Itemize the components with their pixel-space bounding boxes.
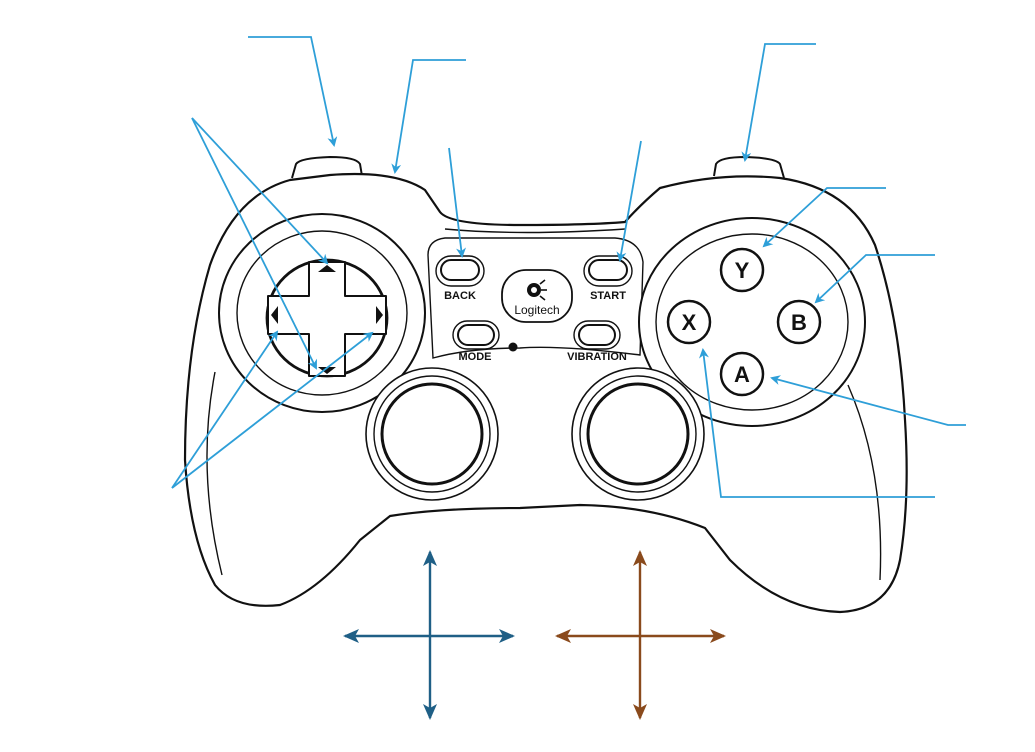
right-stick-axes xyxy=(555,550,726,720)
callout-left-trigger xyxy=(391,59,466,174)
right-grip-contour xyxy=(847,384,882,581)
right-shoulder-button[interactable] xyxy=(713,155,785,179)
back-button[interactable] xyxy=(440,259,480,281)
right-analog-stick[interactable] xyxy=(586,382,690,486)
callout-start xyxy=(616,140,642,262)
start-button[interactable] xyxy=(588,259,628,281)
left-grip-contour xyxy=(206,371,223,576)
start-button-label: START xyxy=(590,290,626,302)
callout-left-shoulder xyxy=(248,36,338,147)
vibration-button[interactable] xyxy=(578,324,616,346)
logitech-logo-icon xyxy=(527,279,547,301)
callout-back xyxy=(448,147,467,258)
x-button-label: X xyxy=(682,310,697,335)
callout-dpad-left xyxy=(171,330,279,489)
y-button-label: Y xyxy=(735,258,750,283)
dpad-left-arrow-icon xyxy=(271,306,278,324)
mode-led-indicator xyxy=(508,342,518,352)
y-button[interactable] xyxy=(719,247,765,293)
a-button[interactable] xyxy=(719,351,765,397)
callout-right-shoulder xyxy=(741,43,816,162)
callout-b xyxy=(814,254,935,304)
mode-button-label: MODE xyxy=(459,351,492,363)
b-button[interactable] xyxy=(776,299,822,345)
brand-label: Logitech xyxy=(514,303,559,317)
dpad-inner-ring xyxy=(236,230,408,396)
callout-y xyxy=(762,187,886,248)
b-button-label: B xyxy=(791,310,807,335)
left-shoulder-button[interactable] xyxy=(291,155,363,179)
callout-x xyxy=(699,348,935,498)
callout-dpad-up xyxy=(191,117,329,265)
dpad-down-arrow-icon xyxy=(318,367,336,374)
dpad[interactable] xyxy=(267,261,387,377)
callout-a xyxy=(770,375,966,426)
mode-button[interactable] xyxy=(457,324,495,346)
callout-dpad-down xyxy=(191,117,317,370)
callout-lines xyxy=(171,36,966,498)
dpad-right-arrow-icon xyxy=(376,306,383,324)
x-button[interactable] xyxy=(666,299,712,345)
face-buttons-outer-ring xyxy=(638,217,866,427)
a-button-label: A xyxy=(734,362,750,387)
left-analog-stick[interactable] xyxy=(380,382,484,486)
face-buttons-inner-ring xyxy=(655,233,849,411)
top-ridge xyxy=(444,228,626,234)
dpad-up-arrow-icon xyxy=(318,265,336,272)
back-button-label: BACK xyxy=(444,290,476,302)
vibration-button-label: VIBRATION xyxy=(567,351,627,363)
callout-dpad-right xyxy=(171,331,374,489)
left-stick-axes xyxy=(343,550,515,720)
